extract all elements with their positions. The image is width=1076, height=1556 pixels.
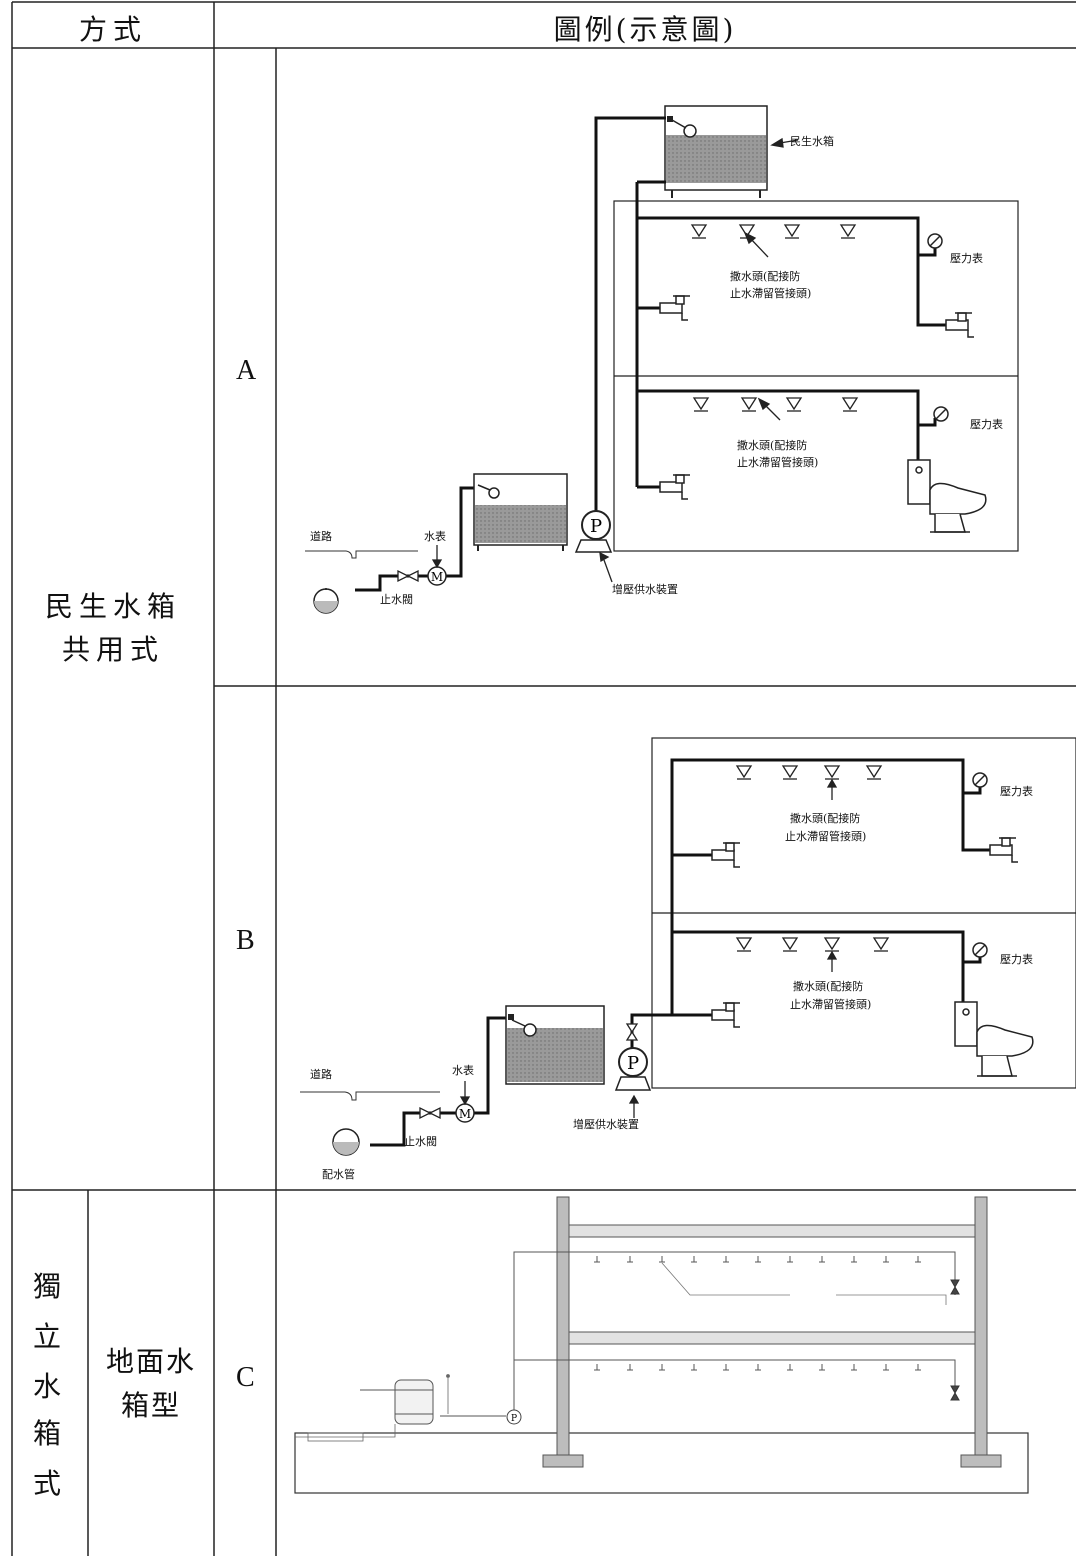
valve-icon	[397, 569, 419, 583]
pump-icon: P	[574, 510, 613, 553]
header-method: 方式	[78, 13, 147, 46]
svg-text:P: P	[627, 1053, 639, 1074]
group-independent-char-4: 箱	[32, 1417, 67, 1450]
valve-icon	[625, 1023, 639, 1041]
group-independent-sub-line1: 地面水	[105, 1345, 196, 1378]
sprinkler-row-lower	[594, 1364, 921, 1371]
main-pipe-icon	[332, 1128, 360, 1156]
svg-text:撒水頭(配接防: 撒水頭(配接防	[790, 811, 860, 825]
roof-tank-a	[664, 105, 768, 198]
header-legend: 圖例(示意圖)	[553, 13, 737, 46]
svg-text:配水管: 配水管	[322, 1167, 355, 1181]
svg-text:P: P	[511, 1414, 517, 1424]
group-independent-char-3: 水	[32, 1370, 67, 1403]
svg-text:壓力表: 壓力表	[1000, 952, 1033, 966]
faucet-icon	[711, 1002, 740, 1028]
faucet-icon	[659, 295, 690, 321]
svg-text:撒水頭(配接防: 撒水頭(配接防	[730, 269, 800, 283]
row-letter-a: A	[236, 355, 257, 386]
svg-text:M: M	[431, 570, 443, 584]
ground-tank-a	[473, 473, 568, 551]
group-independent-char-1: 獨	[32, 1270, 67, 1303]
svg-text:壓力表: 壓力表	[970, 417, 1003, 431]
toilet-icon	[954, 1001, 1034, 1077]
svg-text:壓力表: 壓力表	[1000, 784, 1033, 798]
row-letter-c: C	[236, 1362, 255, 1393]
toilet-icon	[907, 459, 987, 533]
main-pipe-icon	[313, 588, 339, 614]
row-letter-b: B	[236, 925, 255, 956]
water-meter-icon: M	[427, 566, 447, 586]
pump-icon: P	[506, 1409, 522, 1425]
group-independent-sub-line2: 箱型	[120, 1389, 181, 1422]
svg-text:止水滯留管接頭): 止水滯留管接頭)	[730, 286, 811, 300]
ground-tank-c	[394, 1379, 434, 1425]
svg-text:壓力表: 壓力表	[950, 251, 983, 265]
svg-text:撒水頭(配接防: 撒水頭(配接防	[737, 438, 807, 452]
group-shared-line1: 民生水箱	[44, 590, 181, 623]
faucet-icon	[945, 312, 974, 338]
svg-text:止水滯留管接頭): 止水滯留管接頭)	[790, 997, 871, 1011]
svg-text:道路: 道路	[310, 529, 332, 543]
svg-text:增壓供水裝置: 增壓供水裝置	[612, 582, 678, 596]
svg-text:水表: 水表	[424, 529, 446, 543]
svg-text:道路: 道路	[310, 1067, 332, 1081]
svg-text:增壓供水裝置: 增壓供水裝置	[573, 1117, 639, 1131]
pump-icon: P	[614, 1047, 652, 1091]
group-independent-char-5: 式	[32, 1467, 67, 1500]
valve-icon	[419, 1106, 441, 1120]
sprinkler-row-upper	[594, 1256, 921, 1263]
svg-text:M: M	[459, 1107, 471, 1121]
svg-text:民生水箱: 民生水箱	[790, 134, 834, 148]
faucet-icon	[989, 837, 1018, 863]
svg-text:止水閥: 止水閥	[380, 593, 413, 606]
faucet-icon	[711, 842, 740, 868]
group-independent-char-2: 立	[32, 1320, 67, 1353]
svg-text:止水滯留管接頭): 止水滯留管接頭)	[785, 829, 866, 843]
svg-text:撒水頭(配接防: 撒水頭(配接防	[793, 979, 863, 993]
svg-text:止水滯留管接頭): 止水滯留管接頭)	[737, 455, 818, 469]
ground-tank-b	[505, 1005, 605, 1085]
svg-text:P: P	[590, 516, 602, 537]
svg-text:止水閥: 止水閥	[404, 1135, 437, 1148]
group-shared-line2: 共用式	[61, 633, 164, 666]
svg-text:水表: 水表	[452, 1063, 474, 1077]
faucet-icon	[659, 474, 690, 500]
